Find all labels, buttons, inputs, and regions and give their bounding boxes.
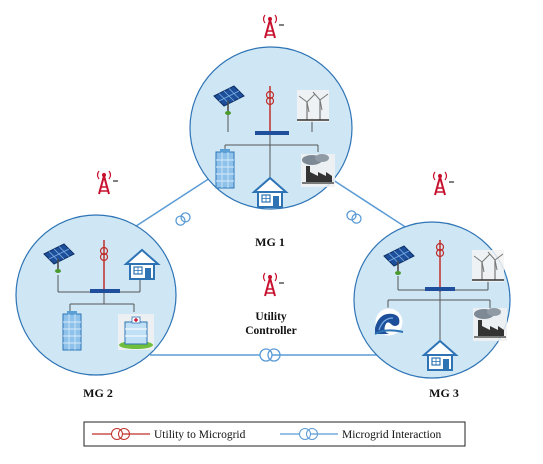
radio-tower-icon bbox=[432, 171, 455, 196]
wind-turbine-icon bbox=[296, 89, 330, 123]
mg3-label: MG 3 bbox=[429, 386, 459, 400]
radio-tower-icon bbox=[96, 170, 119, 195]
interaction-line-mg1-mg3 bbox=[329, 177, 411, 231]
radio-tower-icon bbox=[262, 14, 285, 39]
wind-turbine-icon bbox=[471, 249, 505, 283]
mg2-circle bbox=[15, 214, 177, 376]
radio-tower-icon bbox=[262, 272, 285, 297]
transformer-icon bbox=[259, 348, 281, 362]
mg2-label: MG 2 bbox=[83, 386, 113, 400]
office-building-icon bbox=[62, 310, 82, 351]
factory-icon bbox=[472, 307, 508, 342]
legend-microgrid-interaction: Microgrid Interaction bbox=[342, 429, 442, 441]
office-building-icon bbox=[215, 148, 235, 189]
transformer-icon bbox=[175, 212, 191, 226]
ocean-wave-icon bbox=[374, 307, 404, 337]
hospital-icon bbox=[117, 313, 155, 351]
utility-controller-label-line1: Utility bbox=[255, 311, 287, 323]
mg2-internals bbox=[57, 240, 141, 312]
legend-utility-to-microgrid: Utility to Microgrid bbox=[154, 429, 246, 441]
transformer-icon bbox=[346, 210, 362, 224]
legend: Utility to Microgrid Microgrid Interacti… bbox=[83, 421, 466, 447]
interaction-line-mg1-mg2 bbox=[129, 177, 211, 231]
factory-icon bbox=[300, 153, 336, 188]
utility-controller-label-line2: Controller bbox=[245, 325, 297, 337]
mg1-internals bbox=[224, 86, 319, 182]
mg1-label: MG 1 bbox=[255, 235, 285, 249]
